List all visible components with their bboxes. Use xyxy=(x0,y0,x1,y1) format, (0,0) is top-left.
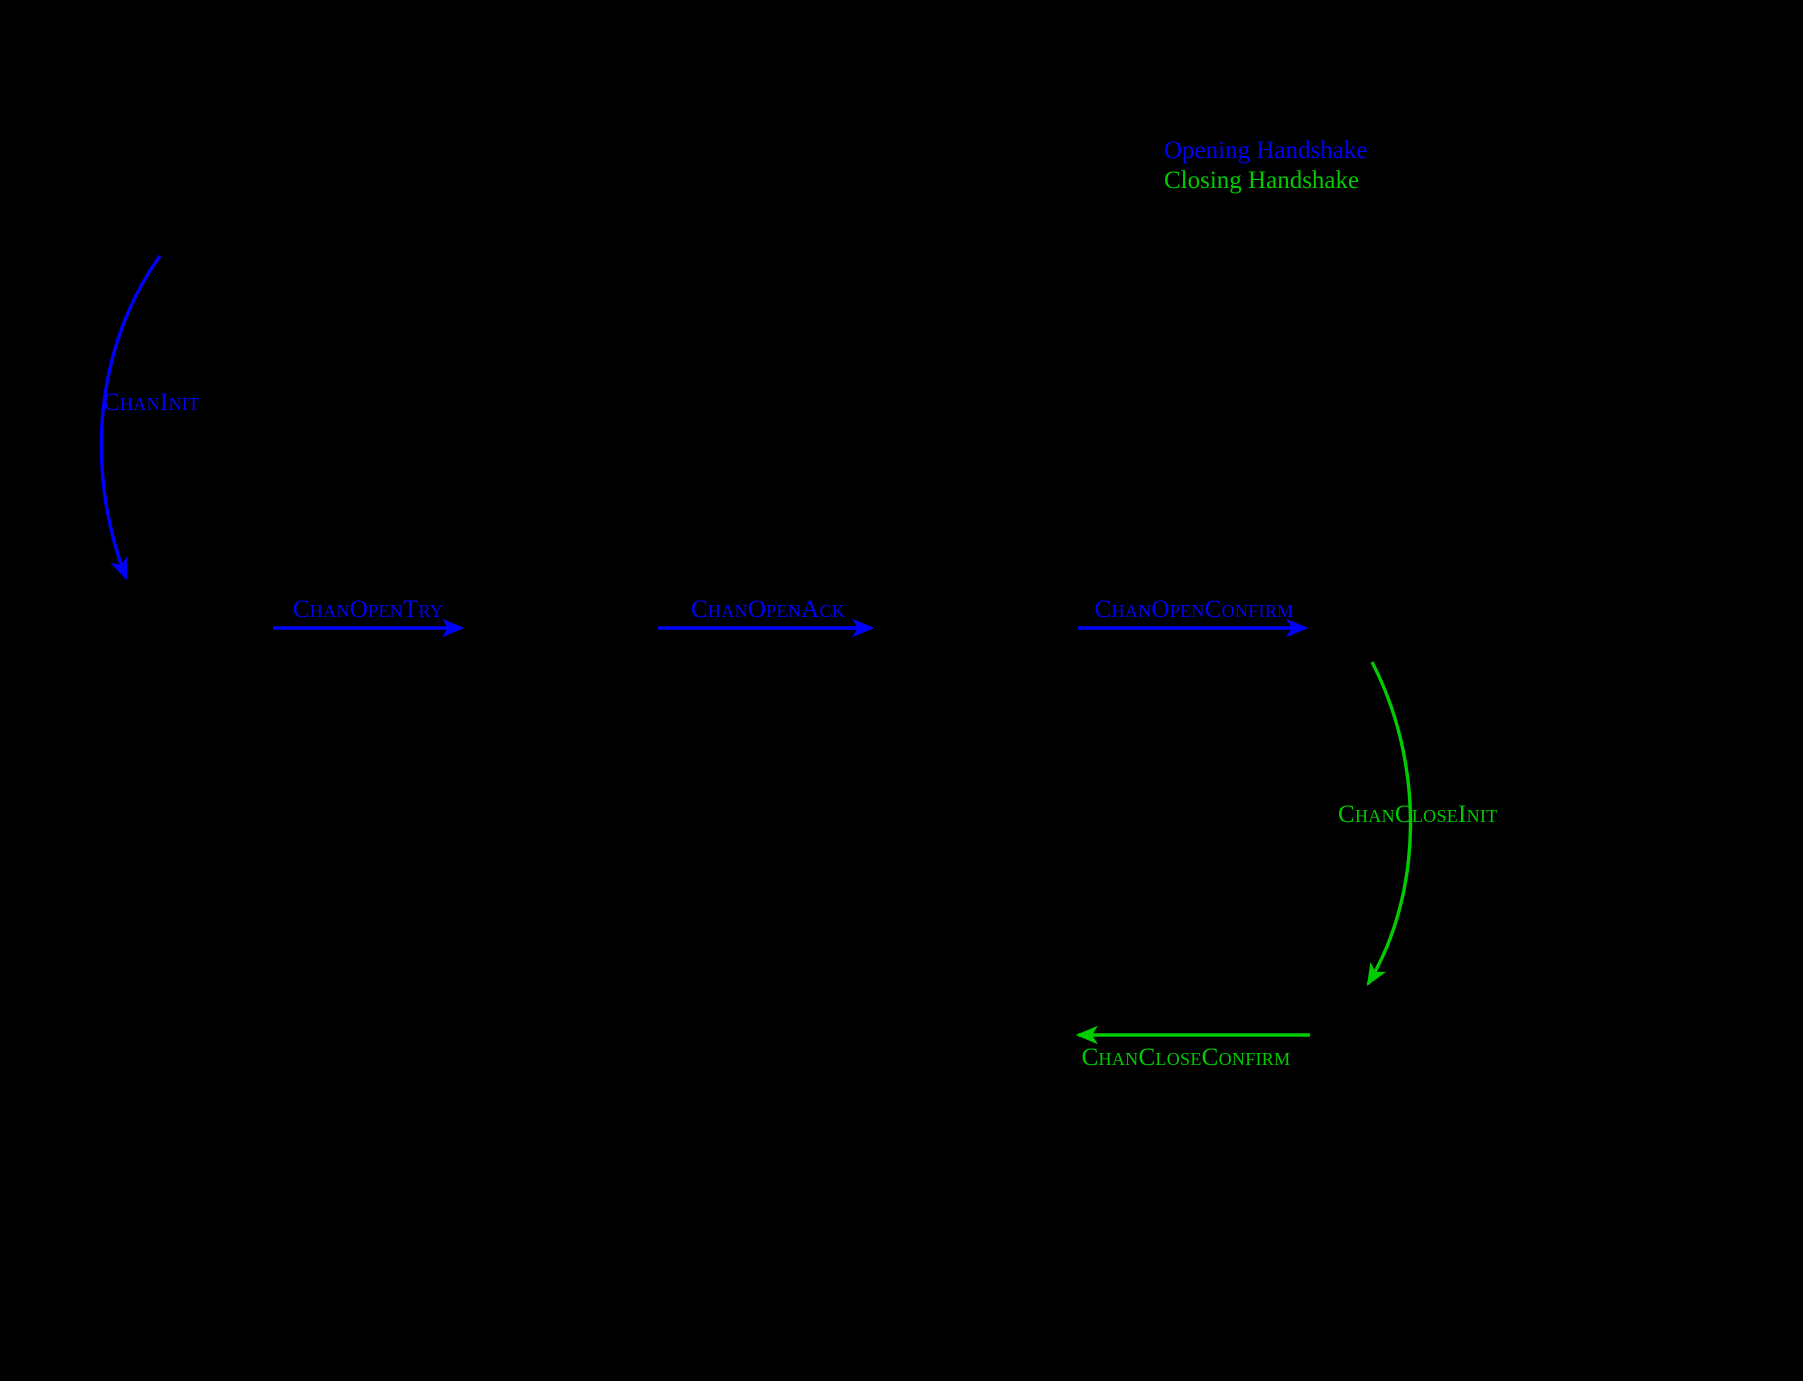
chan-init-arrow xyxy=(99,255,162,581)
chan-close-init-label: ChanCloseInit xyxy=(1338,801,1498,828)
chan-close-confirm-label: ChanCloseConfirm xyxy=(1081,1044,1291,1071)
chan-open-ack-label: ChanOpenAck xyxy=(690,596,846,623)
chan-open-try-label: ChanOpenTry xyxy=(292,596,444,623)
chan-close-init-arrow xyxy=(1366,661,1413,986)
legend: Opening Handshake Closing Handshake xyxy=(1164,136,1367,196)
chan-open-confirm-label: ChanOpenConfirm xyxy=(1094,596,1294,623)
chan-init-label: ChanInit xyxy=(103,389,200,416)
legend-closing-label: Closing Handshake xyxy=(1164,167,1360,194)
legend-opening-label: Opening Handshake xyxy=(1164,137,1368,164)
